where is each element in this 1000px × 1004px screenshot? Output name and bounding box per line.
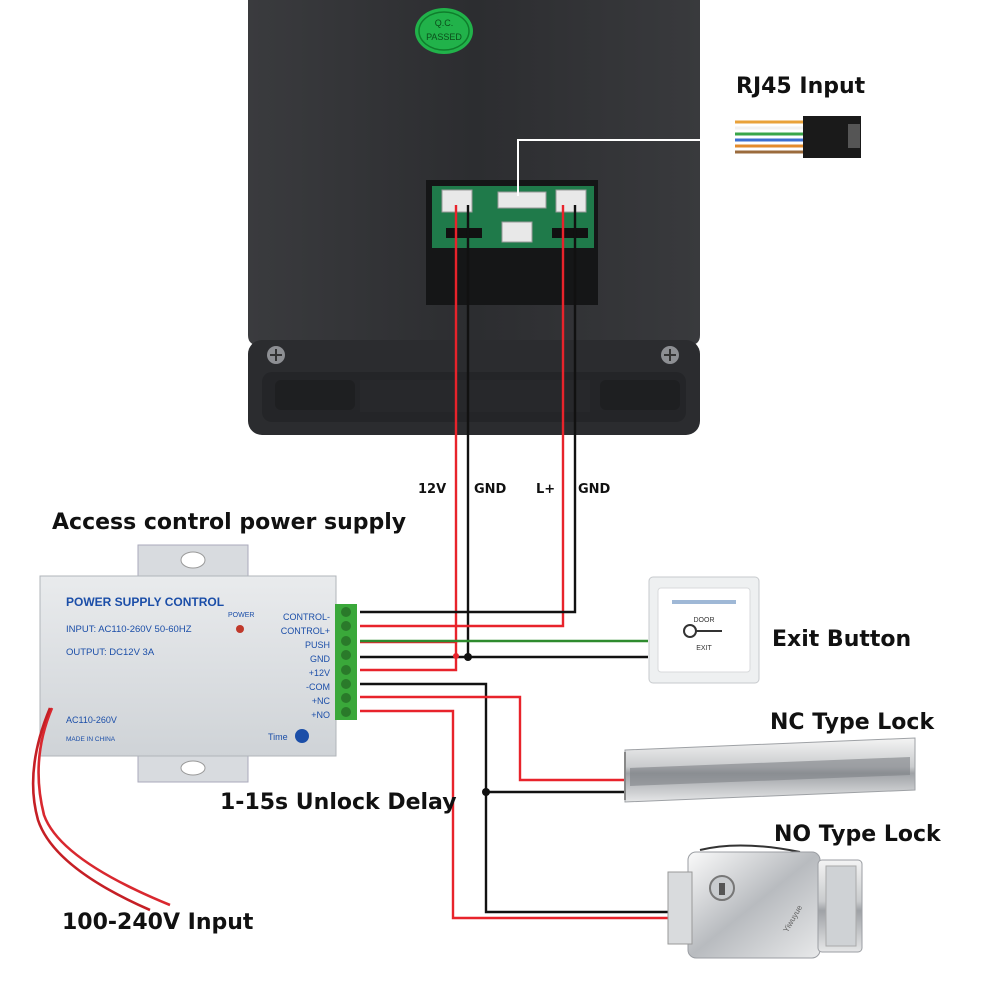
wire-12v-label: 12V [418, 482, 447, 497]
wire-gnd-label: GND [474, 482, 507, 497]
time-adjust-knob [295, 729, 309, 743]
no-lock-label: NO Type Lock [774, 822, 941, 847]
ac-cable [37, 707, 171, 907]
power-led [236, 625, 244, 633]
ac-input-label: 100-240V Input [62, 910, 254, 935]
qc-passed-badge: Q.C. PASSED [415, 8, 473, 54]
terminal-label: +NC [312, 696, 331, 706]
no-electric-lock: Yiwuyue [667, 844, 863, 959]
terminal-label: -COM [306, 682, 330, 692]
psu-time-label: Time [268, 732, 288, 742]
rj45-input-label: RJ45 Input [736, 74, 866, 99]
terminal-label: GND [310, 654, 331, 664]
terminal-label: +NO [311, 710, 330, 720]
terminal-label: CONTROL+ [281, 626, 330, 636]
psu-title: POWER SUPPLY CONTROL [66, 595, 224, 609]
outdoor-unit [248, 0, 700, 435]
psu-output: OUTPUT: DC12V 3A [66, 647, 155, 658]
nc-magnetic-lock [624, 737, 916, 803]
terminal-label: PUSH [305, 640, 330, 650]
access-power-label: Access control power supply [52, 510, 407, 535]
rj45-connector [517, 116, 861, 196]
exit-button-bottom: EXIT [696, 645, 712, 652]
exit-button-device: DOOR EXIT [648, 576, 760, 684]
psu-ac-rating: AC110-260V [66, 715, 117, 725]
terminal-label: CONTROL- [283, 612, 330, 622]
power-supply-unit: POWER SUPPLY CONTROL INPUT: AC110-260V 5… [31, 544, 357, 912]
terminal-block [335, 604, 357, 720]
qc-line1: Q.C. [435, 18, 454, 28]
exit-button-top: DOOR [694, 617, 715, 624]
psu-input: INPUT: AC110-260V 50-60HZ [66, 624, 192, 635]
unlock-delay-label: 1-15s Unlock Delay [220, 790, 457, 815]
qc-line2: PASSED [426, 32, 462, 42]
exit-button-label: Exit Button [772, 627, 912, 652]
wire-lplus-label: L+ [536, 482, 556, 497]
wire-gnd2-label: GND [578, 482, 611, 497]
nc-lock-label: NC Type Lock [770, 710, 935, 735]
psu-power-label: POWER [228, 612, 254, 619]
psu-made-in: MADE IN CHINA [66, 736, 116, 743]
terminal-label: +12V [309, 668, 330, 678]
